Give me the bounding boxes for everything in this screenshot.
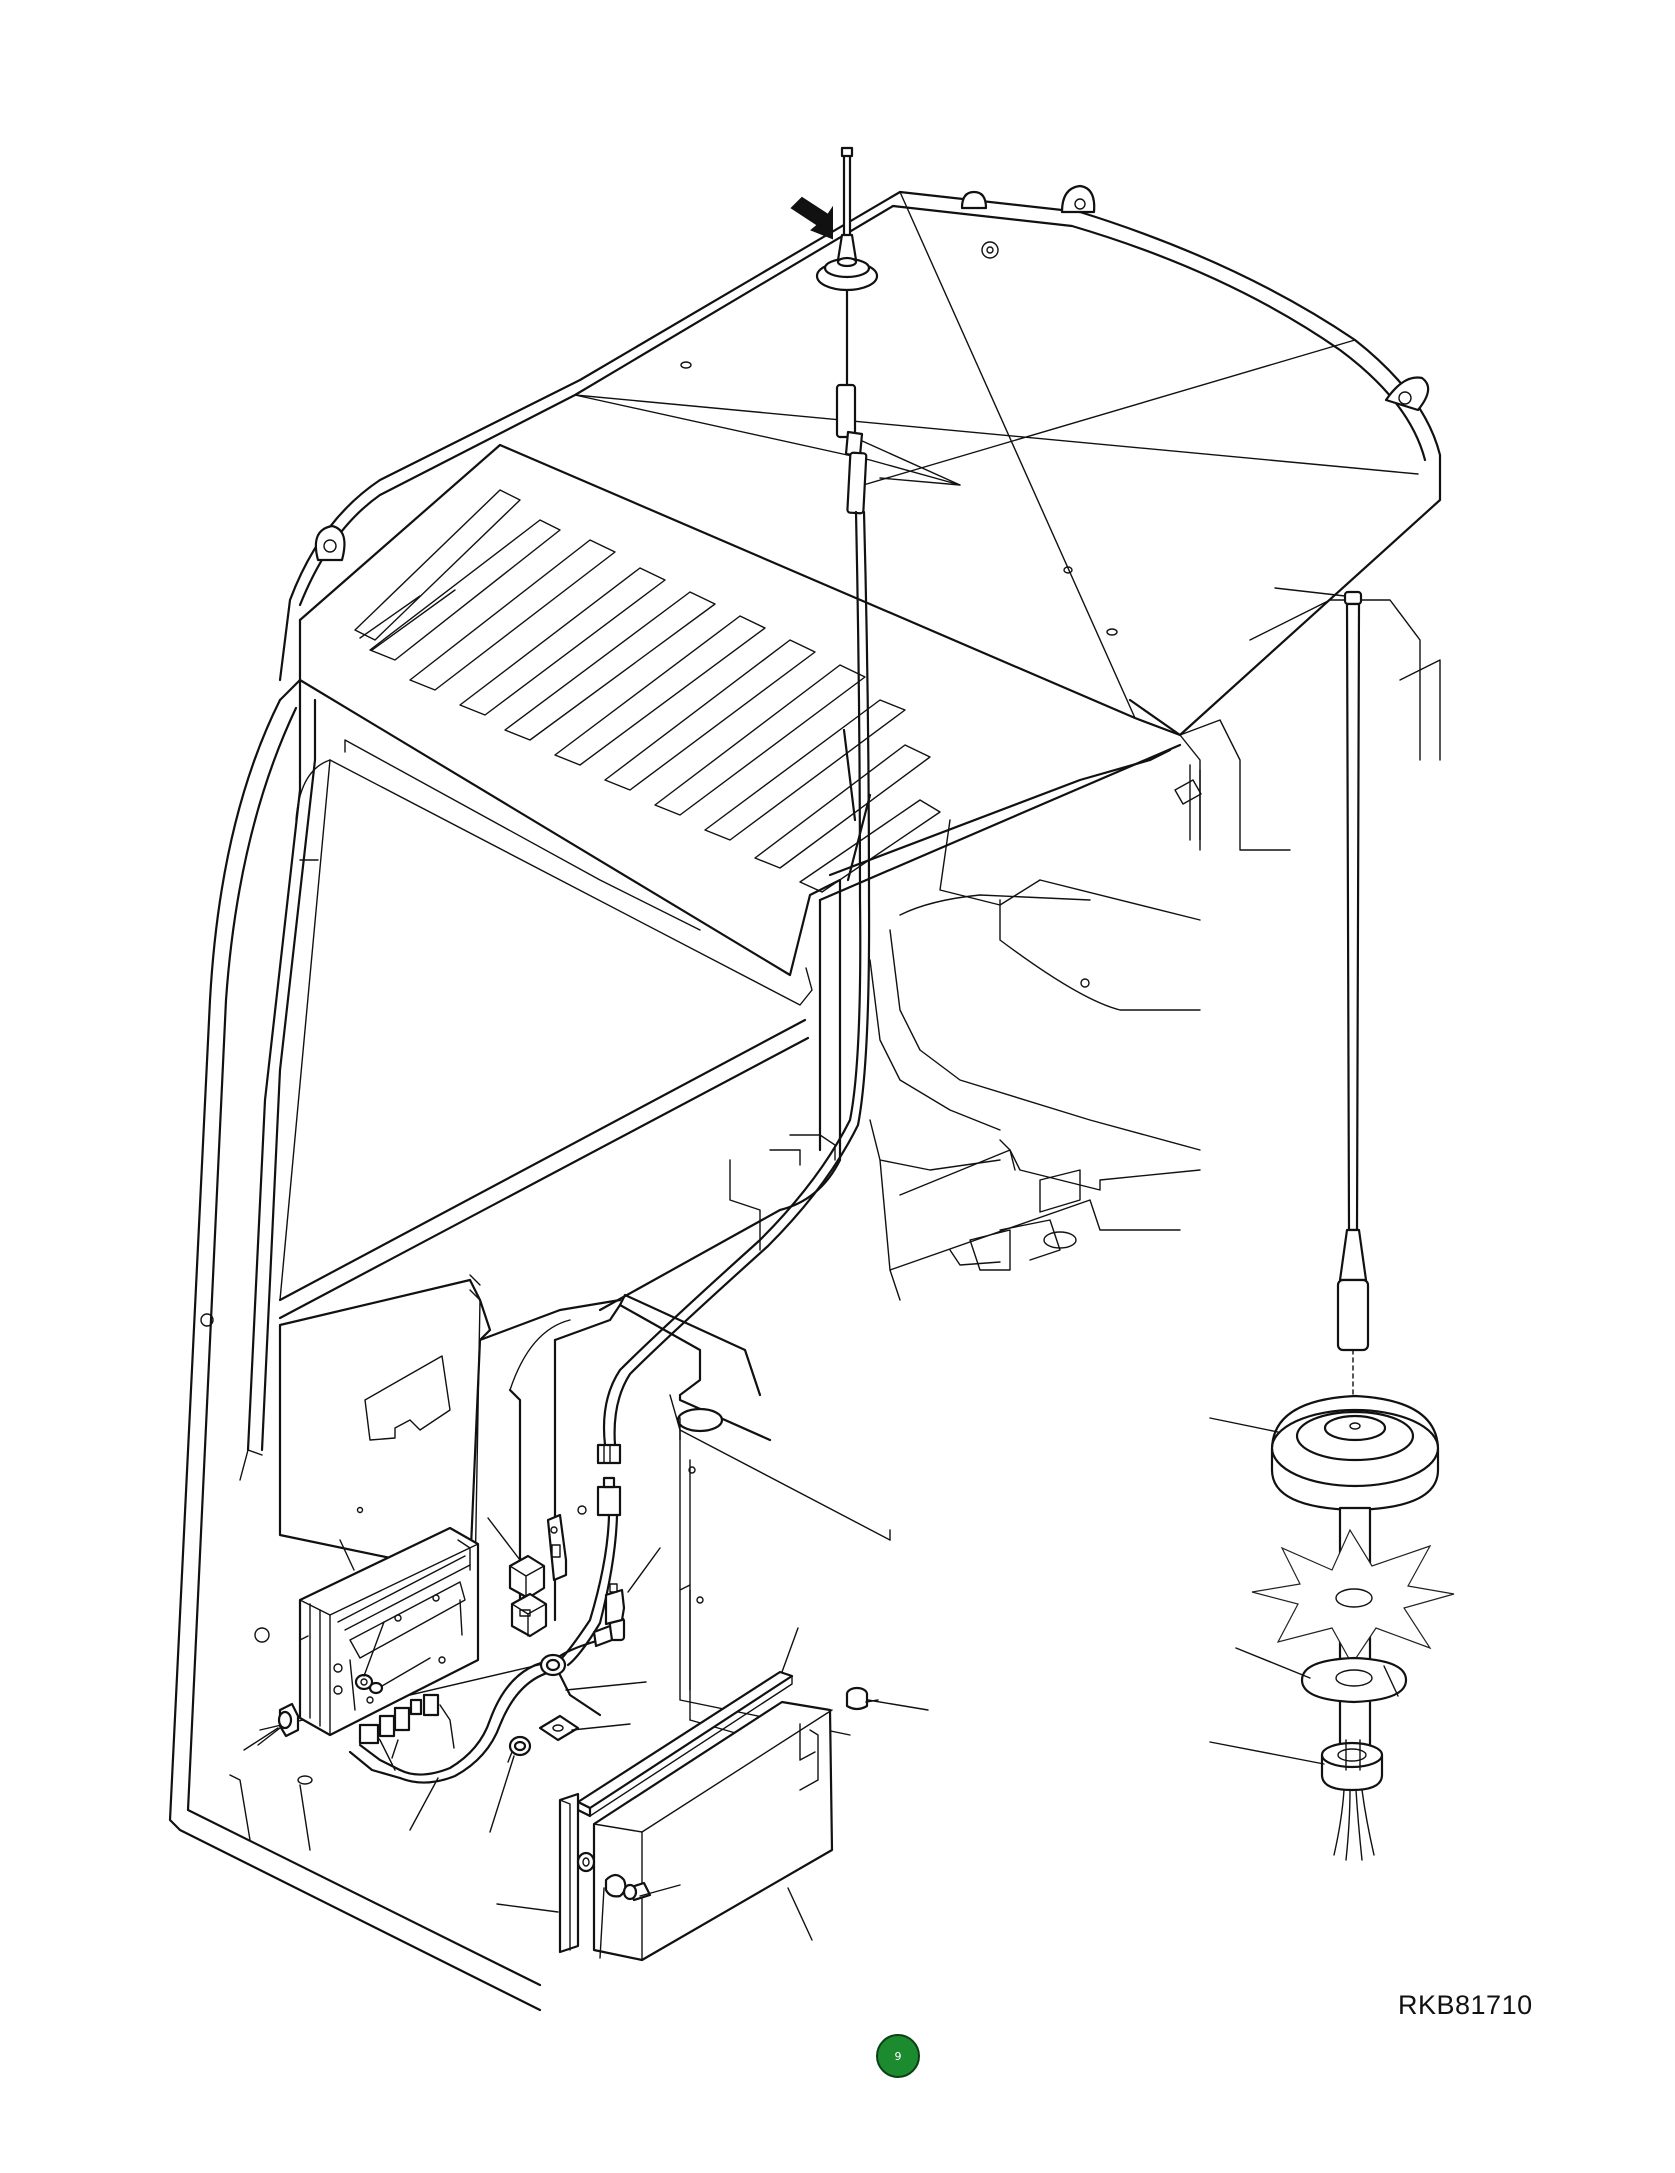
control-module bbox=[257, 1526, 480, 1746]
cab-interior bbox=[729, 599, 1441, 1301]
page-number: 9 bbox=[894, 2049, 902, 2063]
antenna-detail bbox=[1251, 590, 1455, 1861]
roof-antenna bbox=[815, 146, 879, 515]
drawing-code-label: RKB81710 bbox=[1398, 1990, 1533, 2020]
antenna-cable bbox=[602, 510, 872, 1447]
page-badge-icon[interactable]: 9 bbox=[876, 2034, 920, 2078]
roof-vent-slots bbox=[354, 489, 941, 893]
wiring-harness bbox=[348, 1443, 626, 1784]
leader-lines bbox=[243, 587, 1346, 1959]
radio-housing bbox=[558, 1670, 879, 1962]
arrow-pointer-icon bbox=[790, 196, 833, 240]
cab-roof bbox=[278, 184, 1442, 977]
cab-frame bbox=[168, 678, 842, 2012]
